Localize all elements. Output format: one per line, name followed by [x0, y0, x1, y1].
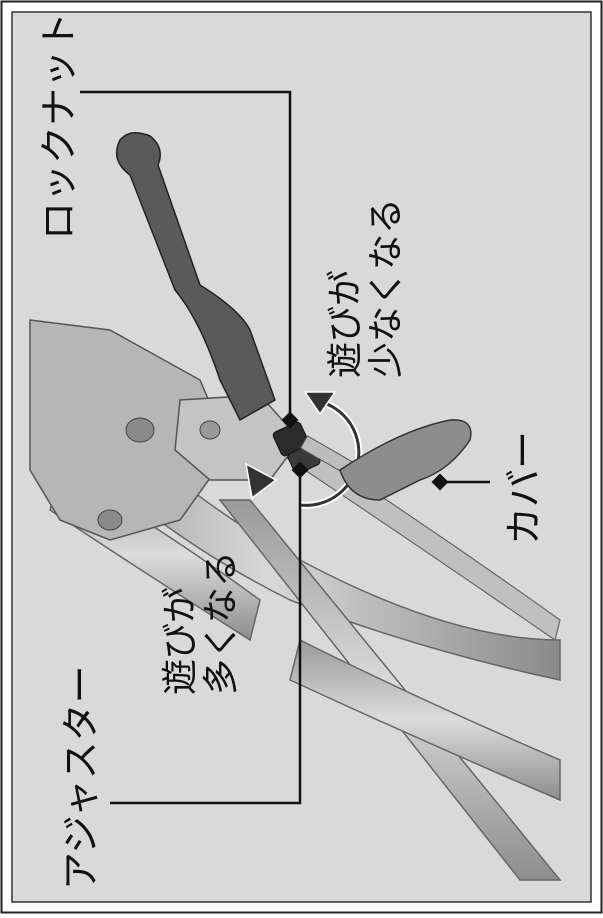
label-adjuster: アジャスター	[62, 665, 100, 890]
bracket-bolt	[200, 421, 220, 439]
housing-screw-2	[98, 510, 122, 530]
label-more-play-line1: 遊びが	[160, 551, 201, 695]
label-less-play-line1: 遊びが	[325, 198, 366, 378]
label-lock-nut: ロックナット	[40, 12, 78, 240]
housing-screw	[126, 418, 154, 442]
label-less-play: 遊びが 少なくなる	[325, 198, 408, 378]
label-more-play-line2: 多くなる	[201, 551, 242, 695]
label-less-play-line2: 少なくなる	[366, 198, 407, 378]
label-cover: カバー	[505, 431, 543, 545]
label-more-play: 遊びが 多くなる	[160, 551, 243, 695]
